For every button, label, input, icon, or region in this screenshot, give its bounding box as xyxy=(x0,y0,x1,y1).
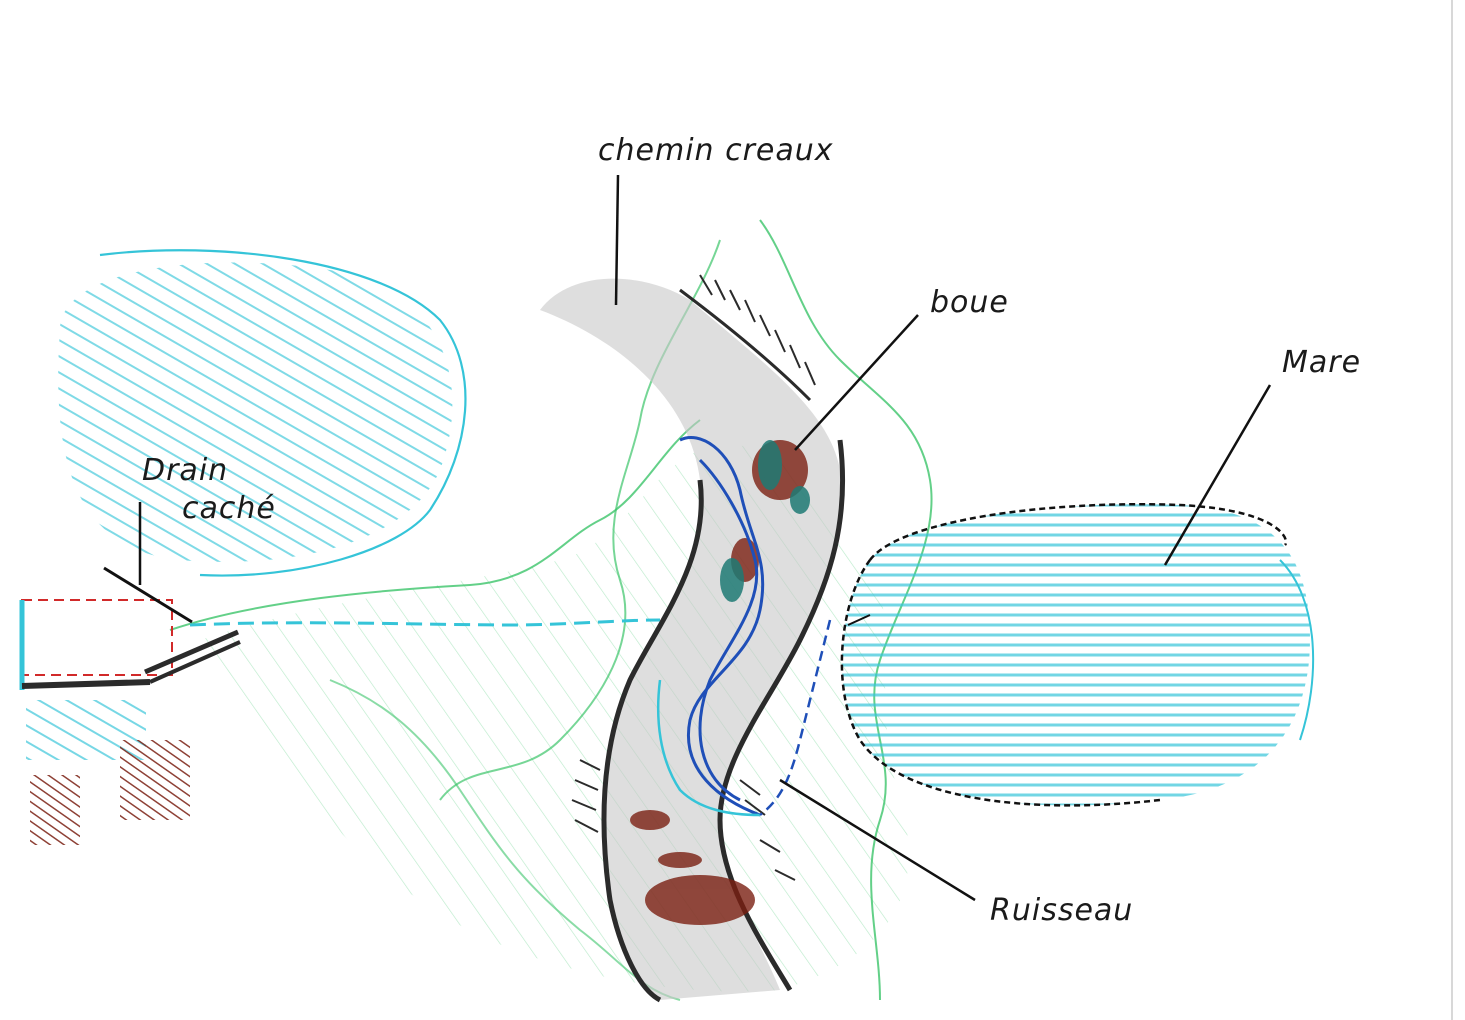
label-path: chemin creaux xyxy=(598,133,834,168)
label-drain-line1: Drain xyxy=(142,453,228,488)
label-stream: Ruisseau xyxy=(990,893,1133,928)
pond xyxy=(842,504,1313,805)
label-drain-line2: caché xyxy=(182,491,276,526)
label-pond: Mare xyxy=(1282,345,1361,380)
label-mud: boue xyxy=(930,285,1009,320)
